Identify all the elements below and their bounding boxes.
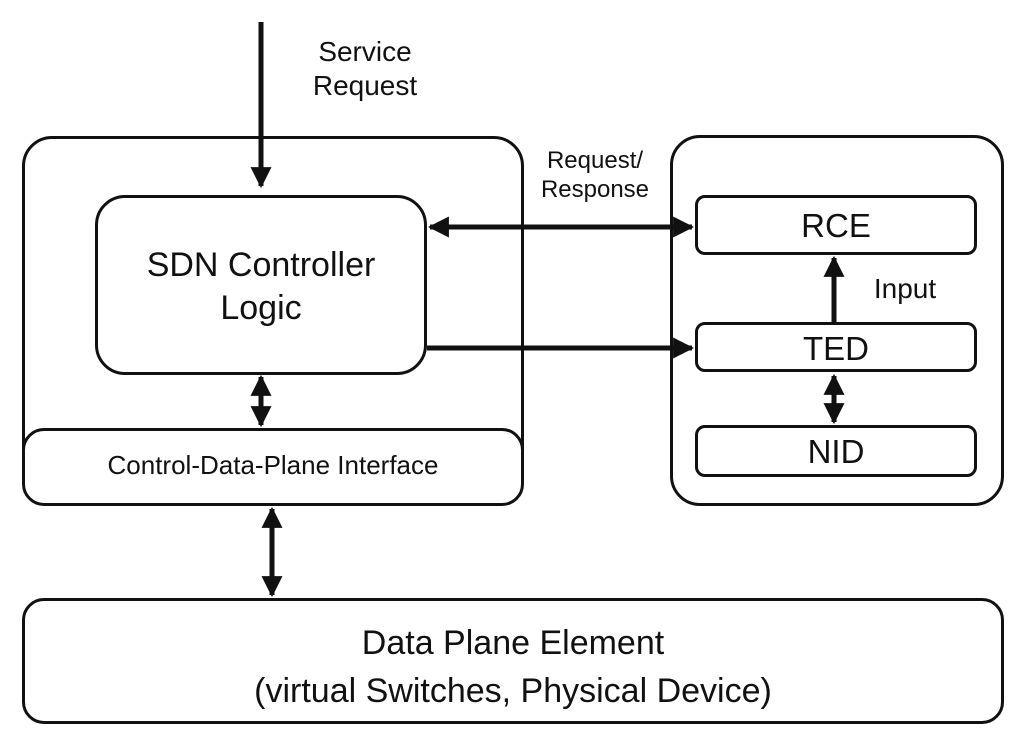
ted-box <box>695 322 977 372</box>
control-data-plane-interface-box <box>22 428 524 506</box>
request-response-line1: Request/ <box>546 147 644 174</box>
service-request-line1: Service <box>318 36 412 67</box>
rce-box <box>695 195 977 255</box>
sdn-controller-logic-box <box>95 195 427 375</box>
data-plane-element-line2: (virtual Switches, Physical Device) <box>254 671 772 710</box>
ted-label: TED <box>803 330 869 367</box>
sdn-controller-logic-label: SDN Controller Logic <box>95 244 427 329</box>
request-response-label: Request/ Response <box>520 147 670 205</box>
sdn-controller-logic-line2: Logic <box>220 288 302 327</box>
data-plane-element-label: Data Plane Element (virtual Switches, Ph… <box>22 620 1004 715</box>
nid-box <box>695 425 977 477</box>
control-data-plane-interface-label: Control-Data-Plane Interface <box>107 450 439 480</box>
nid-label: NID <box>807 433 865 470</box>
service-request-label: Service Request <box>290 35 440 102</box>
data-plane-element-line1: Data Plane Element <box>361 624 665 662</box>
data-plane-element-box <box>22 598 1004 724</box>
input-label: Input <box>873 273 937 304</box>
service-request-line2: Request <box>312 69 418 101</box>
rce-label: RCE <box>801 207 871 244</box>
request-response-line2: Response <box>540 175 650 203</box>
sdn-controller-logic-line1: SDN Controller <box>146 246 376 284</box>
